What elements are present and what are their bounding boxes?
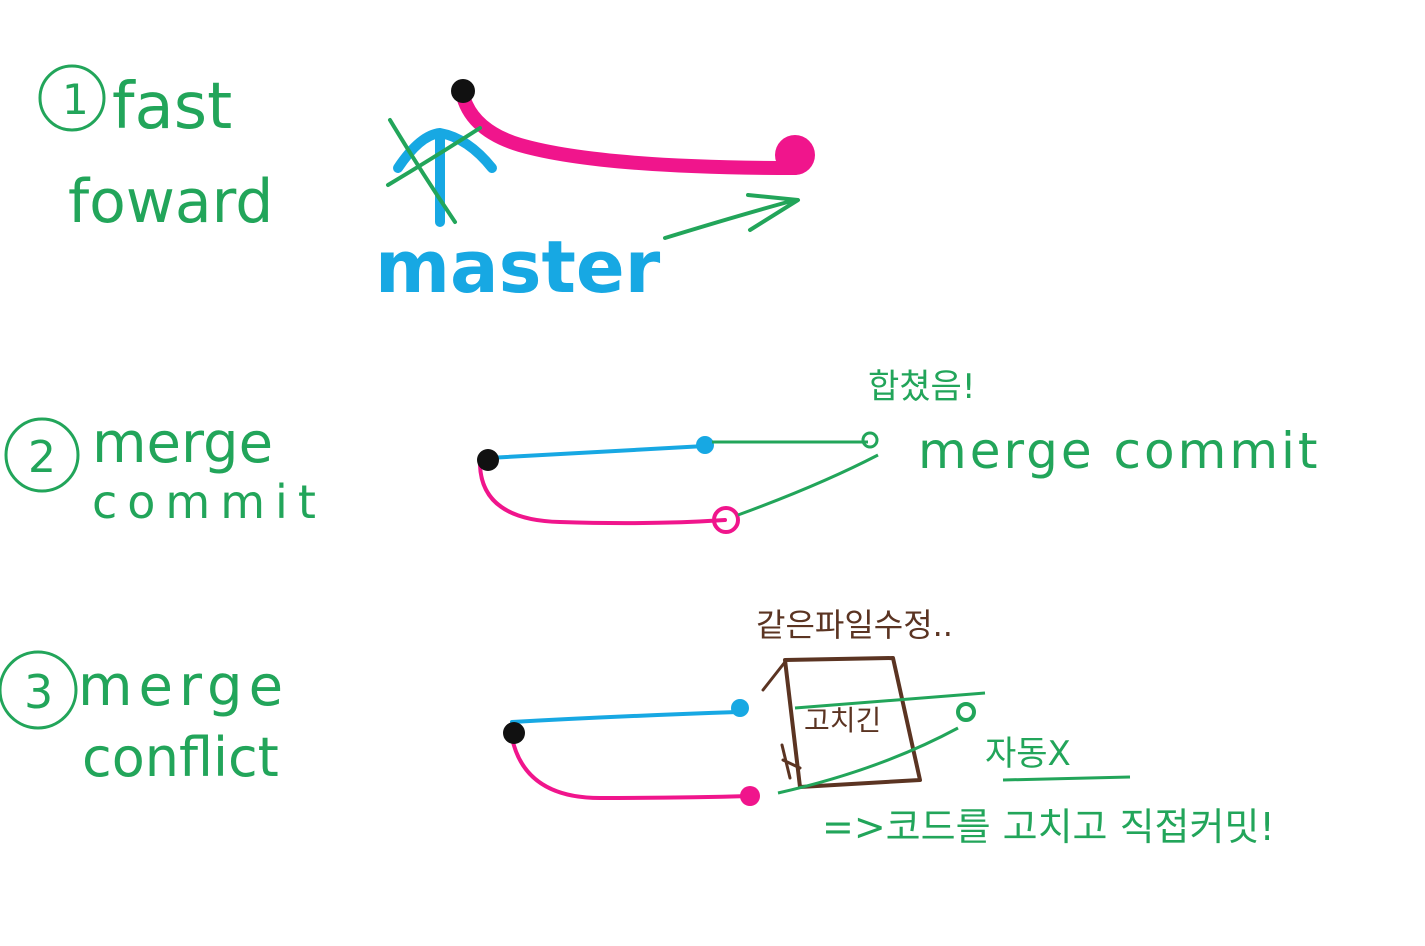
- section-1-title-line-2: foward: [68, 167, 273, 237]
- section-2-number-circle: [4, 417, 80, 493]
- merge-commit-base-commit: [477, 449, 499, 471]
- merge-commit-blue-branch: [486, 444, 707, 460]
- merge-commit-node: [861, 431, 879, 449]
- conflict-file-pointer: [761, 660, 802, 780]
- master-branch-label: master: [375, 225, 661, 309]
- section-1-number-circle: [38, 64, 106, 132]
- fast-forward-base-commit: [451, 79, 475, 103]
- fast-forward-branch-line: [455, 85, 802, 175]
- conflict-merge-line-top: [794, 691, 986, 710]
- conflict-pink-commit: [740, 786, 760, 806]
- conflict-merge-node: [956, 702, 976, 722]
- same-file-edit-note: 같은파일수정..: [756, 606, 953, 644]
- conflict-blue-commit: [731, 699, 749, 717]
- merged-note: 합쳤음!: [868, 367, 975, 407]
- section-merge-conflict: 3 merge conflict 고치긴 같은파일수정.. 자동X =>코드를 …: [0, 606, 1275, 849]
- merge-commit-result-label: merge commit: [918, 422, 1321, 480]
- cross-out-mark: [386, 118, 482, 224]
- section-2-title-line-1: merge: [92, 411, 273, 476]
- section-1-number: 1: [62, 75, 89, 124]
- auto-note-underline: [1002, 775, 1131, 782]
- conflict-merge-line-bottom: [777, 726, 959, 795]
- merge-commit-blue-commit: [696, 436, 714, 454]
- fix-and-commit-note: =>코드를 고치고 직접커밋!: [822, 805, 1275, 849]
- conflict-base-commit: [503, 722, 525, 744]
- auto-merge-failed-note: 자동X: [985, 734, 1071, 774]
- section-3-number: 3: [24, 665, 53, 719]
- conflict-blue-branch: [510, 710, 740, 724]
- move-pointer-arrow: [663, 193, 800, 240]
- section-2-title-line-2: commit: [92, 475, 326, 529]
- fast-forward-branch-commit: [775, 135, 815, 175]
- section-3-title-line-1: merge: [78, 654, 289, 719]
- merge-commit-pink-commit: [712, 506, 740, 534]
- section-3-number-circle: [0, 650, 78, 730]
- conflict-file-box-label: 고치긴: [804, 704, 881, 737]
- section-1-title-line-1: fast: [112, 70, 232, 144]
- section-2-number: 2: [28, 432, 56, 483]
- merge-commit-pink-branch: [478, 463, 727, 526]
- conflict-pink-branch: [510, 736, 752, 801]
- section-merge-commit: 2 merge commit 합쳤음! merge commit: [4, 367, 1321, 534]
- merge-line-from-pink: [737, 453, 879, 517]
- section-3-title-line-2: conflict: [82, 726, 279, 789]
- conflict-file-box: [783, 656, 922, 789]
- master-pointer-arrow: [393, 127, 497, 227]
- section-fast-forward: 1 fast foward master: [38, 64, 815, 309]
